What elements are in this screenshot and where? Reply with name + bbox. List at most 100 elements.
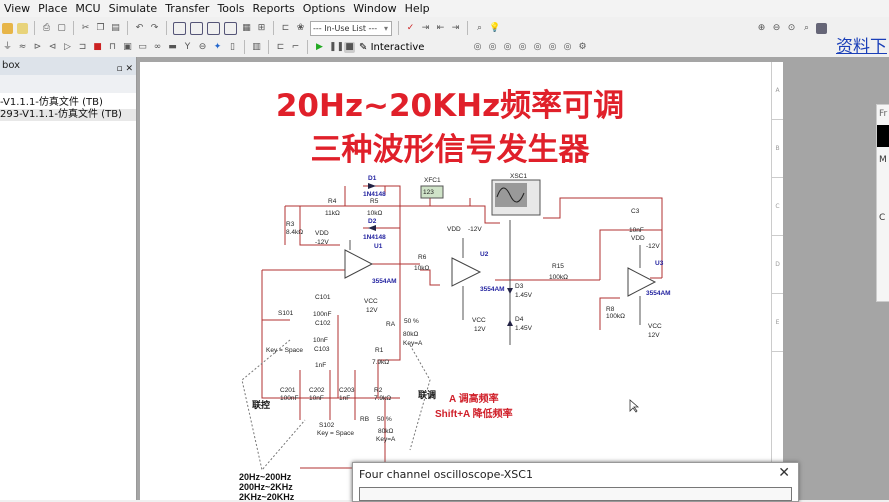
label-vdd: VDD	[447, 226, 461, 233]
frequency-counter-dialog[interactable]: Fr M C	[876, 104, 889, 302]
paste-icon[interactable]: ▤	[111, 22, 120, 33]
diode-icon[interactable]: ⊳	[33, 41, 42, 52]
schematic-title-line1: 20Hz~20KHz频率可调	[275, 88, 625, 124]
oscilloscope-xsc1[interactable]	[491, 179, 541, 216]
dialog-label: M	[879, 155, 887, 165]
forward-annotate-icon[interactable]: ⇥	[451, 22, 460, 33]
copy-icon[interactable]: ❐	[96, 22, 105, 33]
full-screen-icon[interactable]	[816, 22, 827, 34]
label-vcc-value: 12V	[474, 326, 486, 333]
design-toolbox-icon[interactable]	[173, 21, 186, 35]
analog-icon[interactable]: ▷	[64, 41, 71, 52]
save-icon[interactable]	[17, 22, 28, 34]
wire-icon[interactable]: ⌐	[291, 41, 300, 52]
pause-icon[interactable]: ❚❚	[329, 41, 345, 52]
probe-digital-icon[interactable]: ◎	[548, 41, 557, 52]
menu-view[interactable]: View	[4, 2, 31, 15]
menu-place[interactable]: Place	[38, 2, 68, 15]
transistor-icon[interactable]: ⊲	[48, 41, 57, 52]
label-c101-value: 100nF	[313, 311, 331, 318]
basic-icon[interactable]: ≈	[18, 41, 27, 52]
bus-icon[interactable]: ⊏	[276, 41, 285, 52]
misc-icon[interactable]: ∞	[153, 41, 162, 52]
print-preview-icon[interactable]: ▢	[57, 22, 66, 33]
menu-mcu[interactable]: MCU	[75, 2, 101, 15]
cut-icon[interactable]: ✂	[81, 22, 90, 33]
in-use-list-dropdown[interactable]: --- In-Use List ---	[310, 20, 392, 36]
op-amps	[344, 220, 657, 345]
zoom-fit-icon[interactable]: ⌕	[803, 22, 810, 33]
label-d2-value: 1N4148	[363, 234, 386, 241]
menu-tools[interactable]: Tools	[217, 2, 245, 15]
probe-voltage-icon[interactable]: ◎	[473, 41, 482, 52]
stop-icon[interactable]: ■	[344, 41, 355, 53]
resource-download-link[interactable]: 资料下	[836, 37, 887, 57]
label-r3-value: 8.4kΩ	[286, 229, 303, 236]
mixed-icon[interactable]: ▣	[123, 41, 132, 52]
probe-gear-icon[interactable]: ⚙	[578, 41, 587, 52]
label-d4: D4	[515, 316, 524, 323]
close-icon[interactable]: ✕	[778, 465, 790, 481]
source-icon[interactable]: ⏚	[2, 41, 12, 52]
file-item[interactable]: 293-V1.1.1-仿真文件 (TB)	[0, 109, 136, 121]
hier-block-icon[interactable]: ▥	[252, 41, 261, 52]
probe-diff-icon[interactable]: ◎	[518, 41, 527, 52]
erc-icon[interactable]: ⊞	[257, 22, 266, 33]
frequency-counter-xfc1[interactable]	[420, 185, 444, 199]
interactive-mode-button[interactable]: ✎ Interactive	[359, 41, 425, 53]
transfer-icon[interactable]: ⇥	[421, 22, 430, 33]
probe-ref-icon[interactable]: ◎	[533, 41, 542, 52]
menu-window[interactable]: Window	[353, 2, 397, 15]
ttl-icon[interactable]: ⊐	[78, 41, 87, 52]
undo-icon[interactable]: ↶	[135, 22, 144, 33]
zoom-area-icon[interactable]: ⊙	[787, 22, 796, 33]
oscilloscope-window[interactable]: Four channel oscilloscope-XSC1 ✕	[352, 462, 799, 502]
cmos-icon[interactable]: ■	[93, 41, 102, 52]
rf-icon[interactable]: ▬	[168, 41, 177, 52]
annotate-icon[interactable]: ⇤	[436, 22, 445, 33]
label-d1-value: 1N4148	[363, 191, 386, 198]
erc-check-icon[interactable]: ✓	[406, 22, 415, 33]
menu-simulate[interactable]: Simulate	[108, 2, 158, 15]
probe-current-icon[interactable]: ◎	[488, 41, 497, 52]
menu-reports[interactable]: Reports	[252, 2, 295, 15]
label-xsc1: XSC1	[510, 173, 527, 180]
database-icon[interactable]	[207, 21, 220, 35]
file-item[interactable]: -V1.1.1-仿真文件 (TB)	[0, 97, 103, 108]
label-s101-key: Key = Space	[266, 347, 303, 354]
zoom-in-icon[interactable]: ⊕	[757, 22, 766, 33]
hierarchy-icon[interactable]: ⊏	[281, 22, 290, 33]
label-c102-value: 10nF	[313, 337, 328, 344]
misc-digital-icon[interactable]: ⊓	[108, 41, 117, 52]
component-wizard-icon[interactable]: ❀	[296, 22, 305, 33]
open-icon[interactable]	[2, 22, 13, 34]
electromech-icon[interactable]: ⊖	[198, 41, 207, 52]
print-icon[interactable]: ⎙	[42, 22, 51, 33]
run-icon[interactable]: ▶	[316, 41, 323, 52]
antenna-icon[interactable]: Y	[184, 41, 191, 52]
postprocessor-icon[interactable]: ▦	[242, 22, 251, 33]
grapher-icon[interactable]	[224, 21, 237, 35]
mcu-icon[interactable]: ✦	[213, 41, 222, 52]
label-linked-control: 联控	[252, 399, 270, 410]
redo-icon[interactable]: ↷	[150, 22, 159, 33]
note-decrease-frequency: Shift+A 降低频率	[435, 407, 513, 420]
menu-help[interactable]: Help	[404, 2, 430, 15]
divider	[166, 21, 167, 35]
ni-component-icon[interactable]: ▯	[230, 41, 235, 52]
zoom-out-icon[interactable]: ⊖	[772, 22, 781, 33]
probe-settings-icon[interactable]: ◎	[563, 41, 572, 52]
menu-options[interactable]: Options	[302, 2, 346, 15]
panel-close-button[interactable]: ▫ ✕	[116, 64, 133, 74]
menu-transfer[interactable]: Transfer	[165, 2, 210, 15]
find-icon[interactable]: ⌕	[476, 22, 483, 33]
indicator-icon[interactable]: ▭	[138, 41, 147, 52]
mouse-cursor-icon	[629, 399, 640, 413]
zoom-toolbar: ⊕ ⊖ ⊙ ⌕	[756, 19, 827, 37]
probe-power-icon[interactable]: ◎	[503, 41, 512, 52]
spreadsheet-icon[interactable]	[190, 21, 203, 35]
note-increase-frequency: A 调高频率	[449, 392, 499, 405]
help-bulb-icon[interactable]: 💡	[489, 22, 501, 33]
label-r4-value: 11kΩ	[325, 210, 340, 217]
label-r6: R6	[418, 254, 427, 261]
